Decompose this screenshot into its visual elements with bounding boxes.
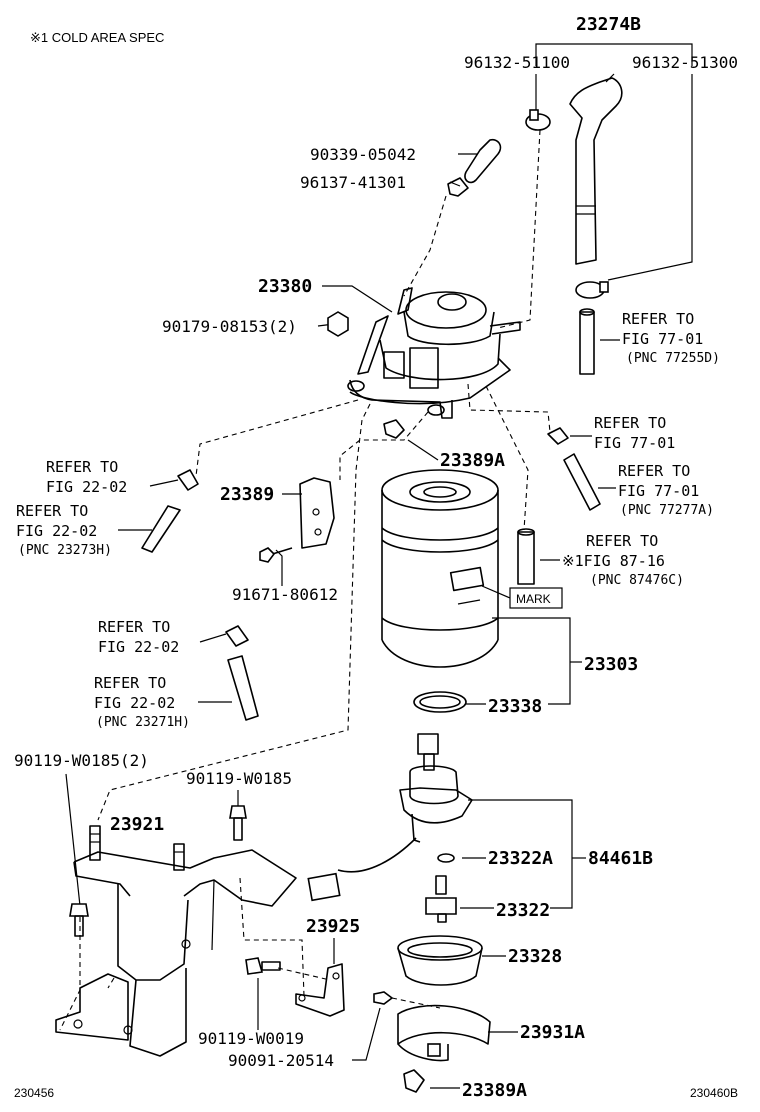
label-23322a: 23322A: [488, 848, 553, 869]
label-90119-w0019: 90119-W0019: [198, 1029, 304, 1048]
label-23389: 23389: [220, 484, 274, 505]
label-90339-05042: 90339-05042: [310, 145, 416, 164]
o-ring-23338: [413, 691, 467, 713]
ref2-line1: REFER TO: [594, 414, 666, 432]
ref7-line1: REFER TO: [98, 618, 170, 636]
clip-96137-41301: [447, 177, 469, 197]
ref4-line3: (PNC 87476C): [590, 573, 684, 588]
label-23380: 23380: [258, 276, 312, 297]
figure-id-right: 230460B: [690, 1086, 738, 1100]
band-23931a: [397, 1004, 491, 1062]
refer-hoses: [141, 427, 601, 721]
o-ring-23322a: [437, 853, 455, 863]
bracket-23389: [299, 477, 335, 549]
label-90119-w0185: 90119-W0185: [186, 769, 292, 788]
ref6-line1: REFER TO: [16, 502, 88, 520]
ref3-line1: REFER TO: [618, 462, 690, 480]
label-23931a: 23931A: [520, 1022, 585, 1043]
ref8-line1: REFER TO: [94, 674, 166, 692]
clamp-96132-51100: [525, 109, 551, 131]
label-23925: 23925: [306, 916, 360, 937]
label-23303: 23303: [584, 654, 638, 675]
bolt-90119-w0185: [229, 805, 247, 841]
ref5-line2: FIG 22-02: [46, 478, 127, 496]
hose-23274b: [569, 77, 623, 265]
cap-90339-05042: [464, 138, 502, 184]
label-23389a-bottom: 23389A: [462, 1080, 527, 1101]
cold-area-note: ※1 COLD AREA SPEC: [30, 30, 164, 45]
sensor-84461b: [307, 733, 473, 902]
pipe-77255d: [579, 308, 595, 375]
clamp-96132-51300: [575, 281, 609, 299]
label-90119-w0185-2: 90119-W0185(2): [14, 751, 149, 770]
label-23322: 23322: [496, 900, 550, 921]
ref5-line1: REFER TO: [46, 458, 118, 476]
stud-bolts-23921: [89, 825, 185, 871]
fuel-filter-23303: [381, 469, 499, 668]
filter-head-23380: [347, 287, 521, 419]
label-90179-08153: 90179-08153(2): [162, 317, 297, 336]
ref3-line3: (PNC 77277A): [620, 503, 714, 518]
label-96132-51300: 96132-51300: [632, 53, 738, 72]
ref3-line2: FIG 77-01: [618, 482, 699, 500]
label-96137-41301: 96137-41301: [300, 173, 406, 192]
label-23274b: 23274B: [576, 14, 641, 35]
screw-90091-20514: [373, 991, 394, 1005]
mark-callout: MARK: [481, 585, 563, 609]
assembly-dashed-lines: [59, 129, 551, 1031]
ref1-line2: FIG 77-01: [622, 330, 703, 348]
clip-23389a-bottom: [403, 1069, 425, 1093]
bolt-91671-80612: [259, 547, 293, 563]
ref1-line3: (PNC 77255D): [626, 351, 720, 366]
ref6-line3: (PNC 23273H): [18, 543, 112, 558]
label-23328: 23328: [508, 946, 562, 967]
bolt-90119-w0185-left: [69, 903, 89, 937]
bracket-23925: [295, 963, 345, 1017]
nut-90179-08153: [327, 311, 349, 337]
ref2-line2: FIG 77-01: [594, 434, 675, 452]
svg-text:MARK: MARK: [516, 592, 551, 606]
label-96132-51100: 96132-51100: [464, 53, 570, 72]
ref7-line2: FIG 22-02: [98, 638, 179, 656]
bracket-23921: [55, 849, 297, 1057]
cup-23328: [397, 935, 483, 986]
label-23338: 23338: [488, 696, 542, 717]
ref8-line3: (PNC 23271H): [96, 715, 190, 730]
ref4-line1: REFER TO: [586, 532, 658, 550]
label-84461b: 84461B: [588, 848, 653, 869]
label-23389a-top: 23389A: [440, 450, 505, 471]
label-91671-80612: 91671-80612: [232, 585, 338, 604]
label-23921: 23921: [110, 814, 164, 835]
bolt-90119-w0019: [245, 957, 281, 975]
ref6-line2: FIG 22-02: [16, 522, 97, 540]
drain-plug-23322: [425, 875, 457, 923]
label-90091-20514: 90091-20514: [228, 1051, 334, 1070]
clip-23389a-top: [383, 419, 405, 439]
ref8-line2: FIG 22-02: [94, 694, 175, 712]
ref4-line2: ※1FIG 87-16: [562, 552, 665, 570]
figure-id-left: 230456: [14, 1086, 54, 1100]
ref1-line1: REFER TO: [622, 310, 694, 328]
